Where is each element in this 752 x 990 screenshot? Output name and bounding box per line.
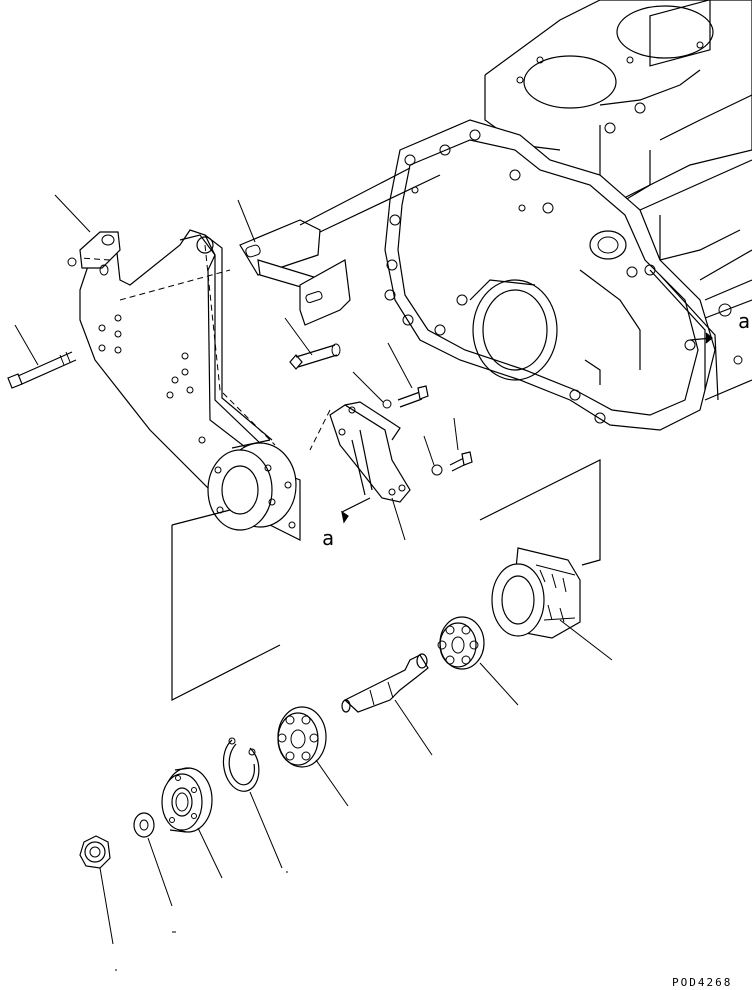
reference-mark-a-lower: a xyxy=(322,526,334,550)
bearing-left-part xyxy=(277,706,327,768)
figure-code: POD4268 xyxy=(672,976,732,989)
leader-tensioner-plate xyxy=(391,497,406,541)
leader-bolt-washer-lower xyxy=(453,417,459,451)
leader-pulley-housing xyxy=(559,619,613,661)
leader-washer xyxy=(147,837,173,907)
tensioner-plate-part xyxy=(329,401,411,524)
leader-shaft xyxy=(394,699,433,756)
leader-bracket-arm xyxy=(54,194,91,233)
cover-bolts xyxy=(384,129,696,424)
leader-mount-bracket xyxy=(237,199,256,243)
pulley-housing-part xyxy=(491,547,581,639)
leader-washer-lower xyxy=(423,435,435,466)
leader-pulley xyxy=(197,827,223,879)
bolt-washer-upper-part xyxy=(382,385,429,409)
leader-bolt-center xyxy=(284,317,313,356)
bracket-arm-part xyxy=(67,229,301,541)
bolt-washer-lower-part xyxy=(431,451,473,476)
washer-part xyxy=(133,812,155,838)
mount-bracket-part xyxy=(239,167,441,326)
bolt-center-part xyxy=(289,343,341,370)
cylinder-bore-1 xyxy=(616,5,714,59)
leader-bearing-right xyxy=(479,662,519,706)
reference-mark-a-upper: a xyxy=(738,309,750,333)
leader-snap-ring xyxy=(249,791,283,869)
cylinder-bore-2 xyxy=(523,55,617,109)
engine-block xyxy=(384,0,752,431)
leader-bearing-left xyxy=(315,759,349,807)
leader-lines xyxy=(14,194,613,971)
shaft-part xyxy=(341,653,429,713)
leader-long-bolt xyxy=(14,324,39,366)
plate-holes xyxy=(98,314,206,444)
nut-part xyxy=(79,835,111,869)
pulley-part xyxy=(161,767,213,833)
crankshaft-seal-bore xyxy=(472,279,558,381)
long-bolt-part xyxy=(7,351,77,389)
leader-nut xyxy=(99,867,114,945)
leader-bolt-washer-upper xyxy=(387,342,413,389)
leader-washer-upper xyxy=(352,371,384,403)
bearing-right-part xyxy=(437,616,485,670)
snap-ring-part xyxy=(222,737,260,792)
